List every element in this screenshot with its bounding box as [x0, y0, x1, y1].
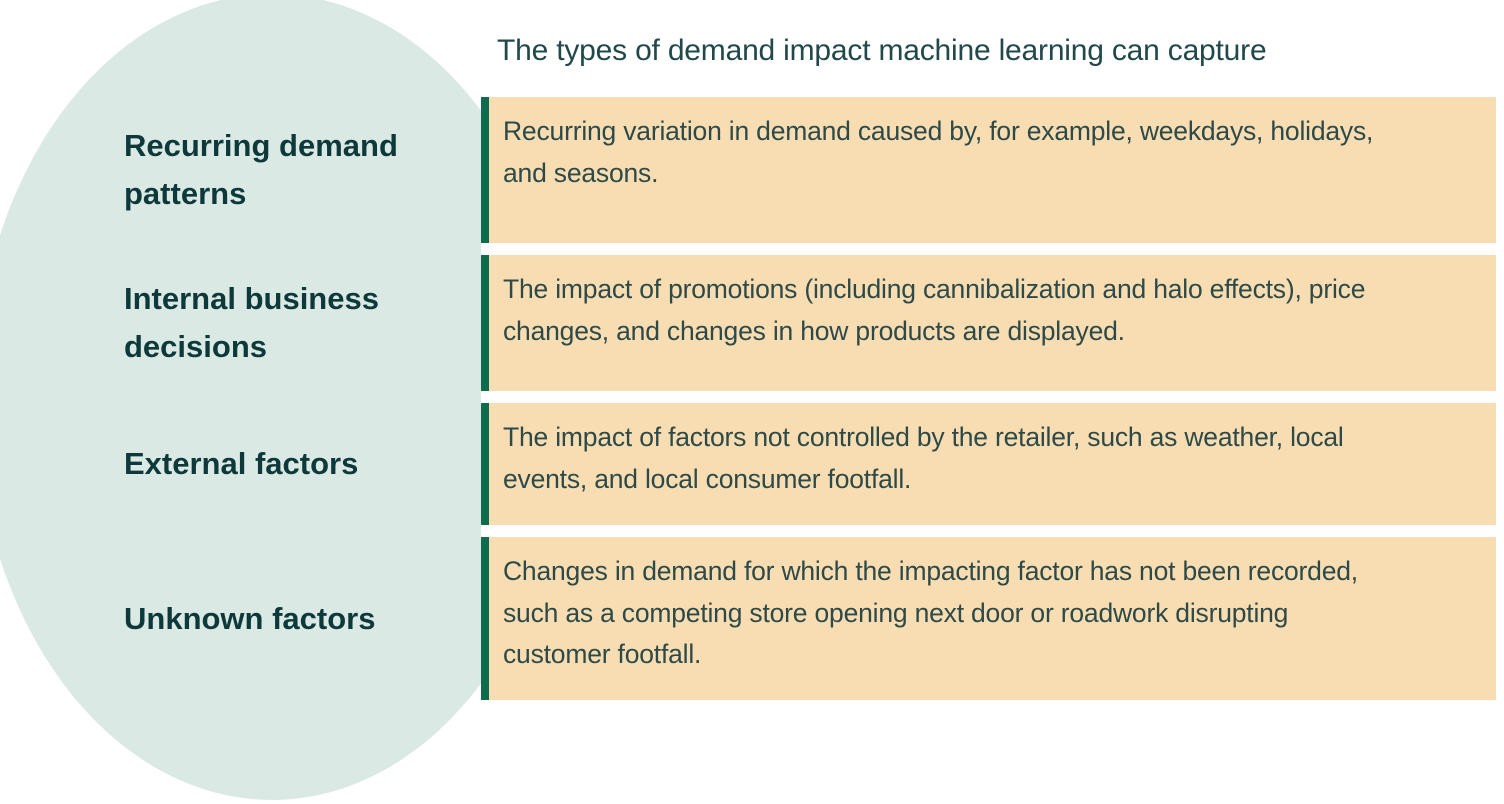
figure-title: The types of demand impact machine learn… — [497, 34, 1267, 67]
label-external-factors: External factors — [0, 403, 481, 525]
descriptions-panel: Recurring variation in demand caused by,… — [481, 97, 1496, 700]
label-internal-business-decisions: Internal business decisions — [0, 255, 481, 391]
description-text: Changes in demand for which the impactin… — [503, 556, 1358, 669]
category-label-text: External factors — [124, 446, 359, 481]
category-label-text: Unknown factors — [124, 600, 376, 636]
blob-ellipse — [0, 0, 569, 800]
label-unknown-factors: Unknown factors — [0, 537, 481, 700]
description-card-unknown-factors: Changes in demand for which the impactin… — [481, 537, 1496, 700]
description-card-recurring-demand-patterns: Recurring variation in demand caused by,… — [481, 97, 1496, 243]
category-labels-column: Recurring demand patterns Internal busin… — [0, 97, 481, 700]
description-text: The impact of promotions (including cann… — [503, 274, 1366, 346]
description-card-external-factors: The impact of factors not controlled by … — [481, 403, 1496, 525]
description-text: The impact of factors not controlled by … — [503, 422, 1344, 494]
category-label-text: Internal business decisions — [124, 281, 379, 364]
description-card-internal-business-decisions: The impact of promotions (including cann… — [481, 255, 1496, 391]
label-recurring-demand-patterns: Recurring demand patterns — [0, 97, 481, 243]
category-label-text: Recurring demand patterns — [124, 128, 398, 211]
description-text: Recurring variation in demand caused by,… — [503, 116, 1374, 188]
